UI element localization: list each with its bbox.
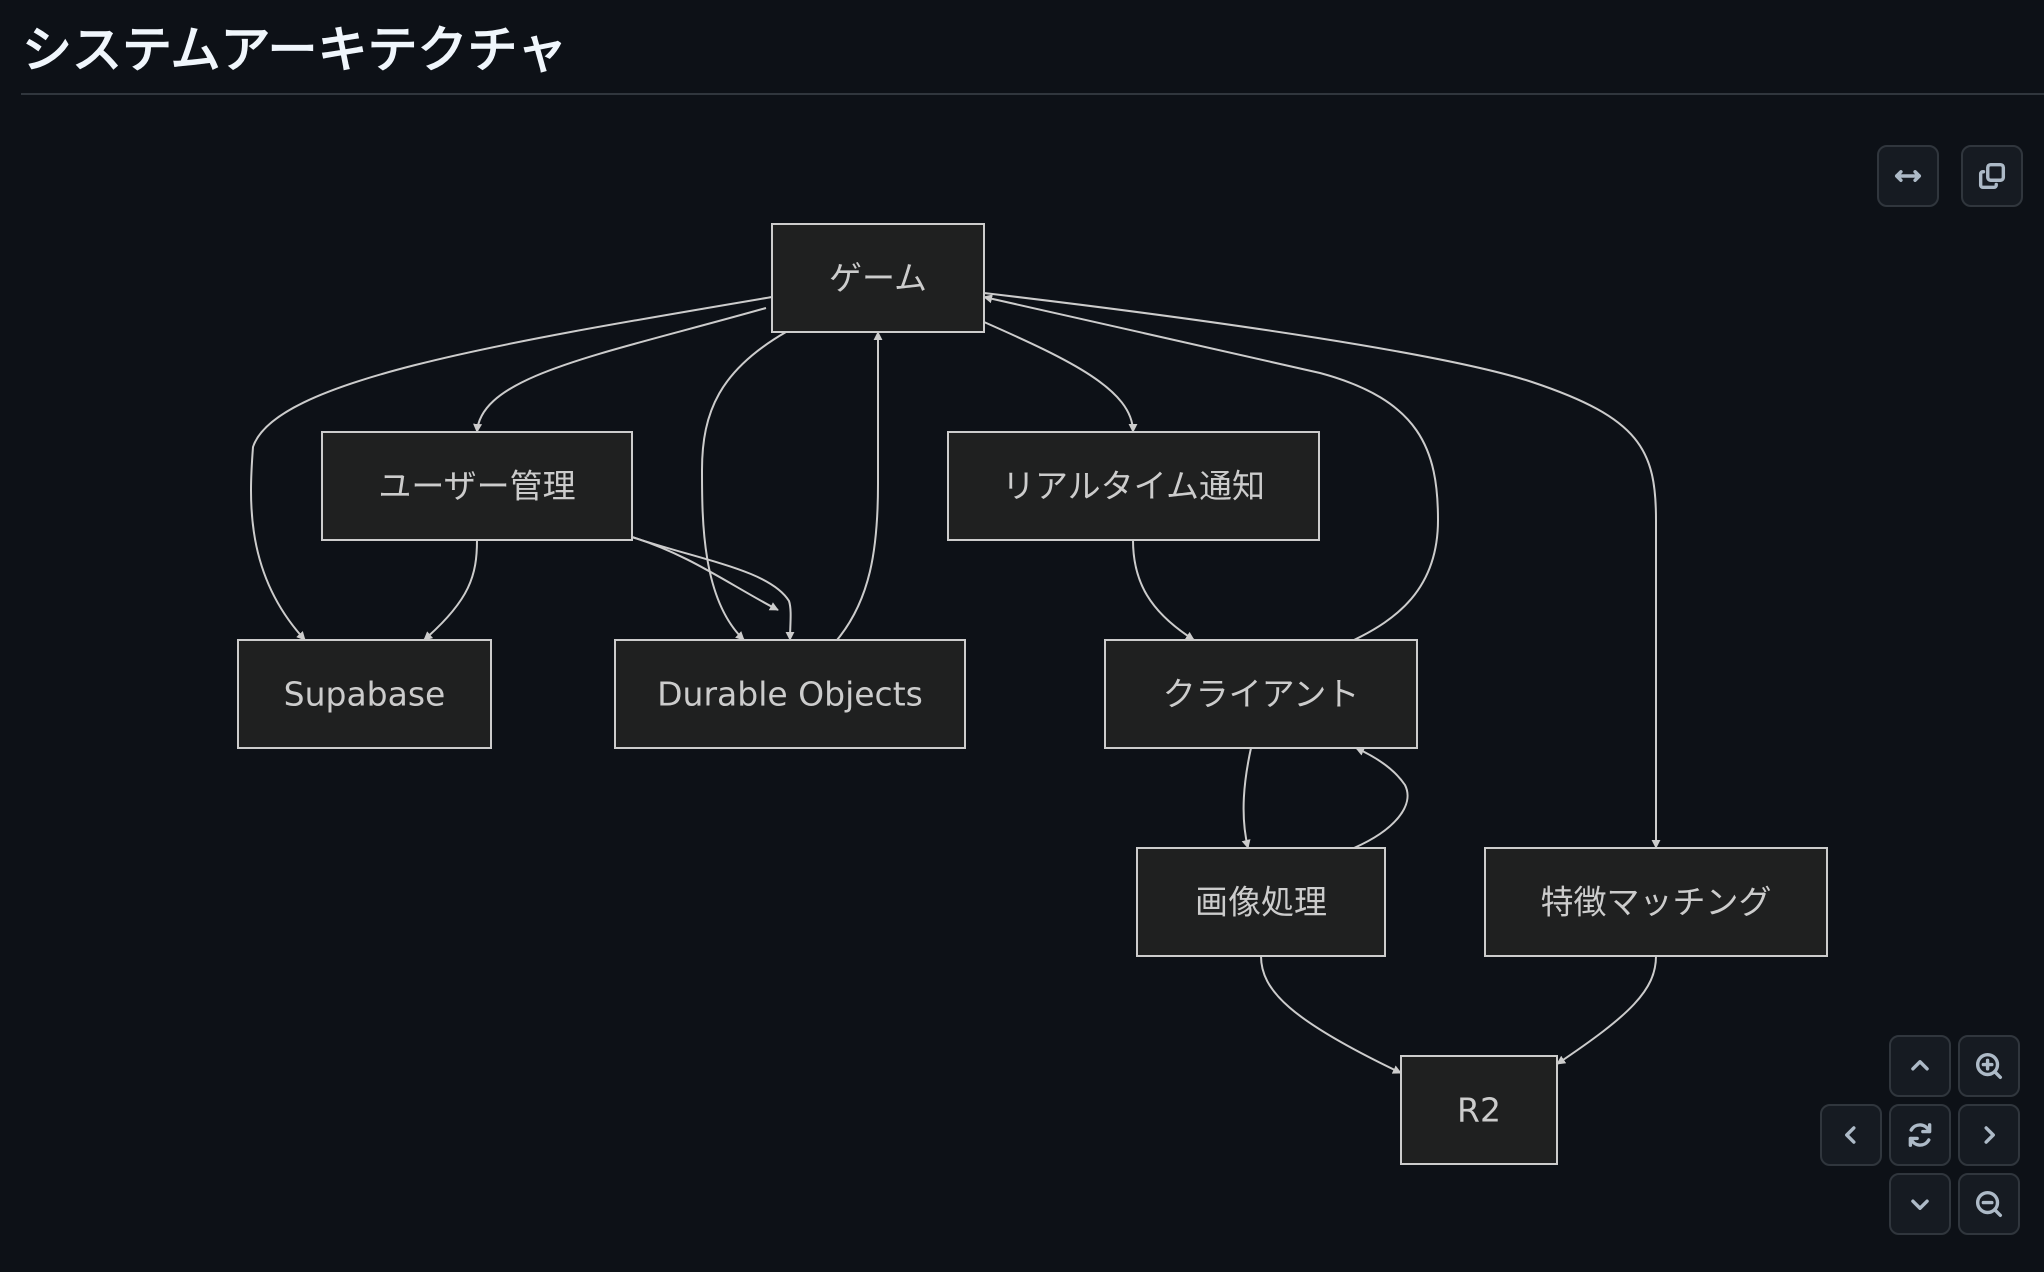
zoom-in-icon [1975,1052,2003,1080]
node-box [614,639,966,749]
node-label: Durable Objects [657,675,923,714]
node-label: 画像処理 [1195,883,1327,922]
node-game: ゲーム [771,223,985,333]
pan-down-button[interactable] [1889,1173,1951,1235]
edge-game-to-feature [983,292,1661,849]
node-image: 画像処理 [1136,847,1386,957]
edge-user-to-durable [631,536,795,641]
title-divider [21,93,2044,95]
reset-view-button[interactable] [1889,1104,1951,1166]
copy-icon [1978,162,2006,190]
node-label: Supabase [284,675,446,714]
node-label: リアルタイム通知 [1002,467,1265,506]
node-box [1400,1055,1558,1165]
arrows-horizontal-icon [1894,170,1922,182]
node-label: 特徴マッチング [1541,883,1772,922]
edge-durable-to-game [836,331,883,641]
node-realtime: リアルタイム通知 [947,431,1320,541]
edge-image-to-r2 [1260,955,1402,1074]
node-box [237,639,492,749]
node-feature: 特徴マッチング [1484,847,1828,957]
node-client: クライアント [1104,639,1418,749]
node-supabase: Supabase [237,639,492,749]
zoom-out-icon [1975,1190,2003,1218]
edge-image-to-client [1353,747,1409,849]
fit-width-button[interactable] [1877,145,1939,207]
chevron-up-icon [1911,1060,1929,1071]
edge-game-to-realtime [983,321,1138,433]
copy-button[interactable] [1961,145,2023,207]
zoom-in-button[interactable] [1958,1035,2020,1097]
node-box [1104,639,1418,749]
node-user: ユーザー管理 [321,431,633,541]
edge-client-to-game [983,294,1440,641]
node-label: ゲーム [829,259,927,298]
node-box [1136,847,1386,957]
node-r2: R2 [1400,1055,1558,1165]
node-label: ユーザー管理 [378,467,575,506]
node-box [321,431,633,541]
edge-game-to-durable [700,331,787,641]
node-durable: Durable Objects [614,639,966,749]
chevron-left-icon [1845,1126,1856,1144]
node-box [947,431,1320,541]
edge-feature-to-r2 [1556,955,1657,1065]
edge-game-to-supabase [250,296,773,641]
edge-user-to-supabase [423,539,478,641]
pan-right-button[interactable] [1958,1104,2020,1166]
edge-realtime-to-client [1132,539,1195,641]
zoom-out-button[interactable] [1958,1173,2020,1235]
refresh-icon [1908,1123,1932,1147]
chevron-down-icon [1911,1199,1929,1210]
edge-game-to-user [473,307,767,433]
page-title: システムアーキテクチャ [22,21,567,79]
pan-left-button[interactable] [1820,1104,1882,1166]
edge-client-to-image [1241,747,1252,849]
node-label: R2 [1457,1091,1501,1130]
node-label: クライアント [1163,675,1360,714]
chevron-right-icon [1984,1126,1995,1144]
node-box [771,223,985,333]
pan-up-button[interactable] [1889,1035,1951,1097]
node-box [1484,847,1828,957]
